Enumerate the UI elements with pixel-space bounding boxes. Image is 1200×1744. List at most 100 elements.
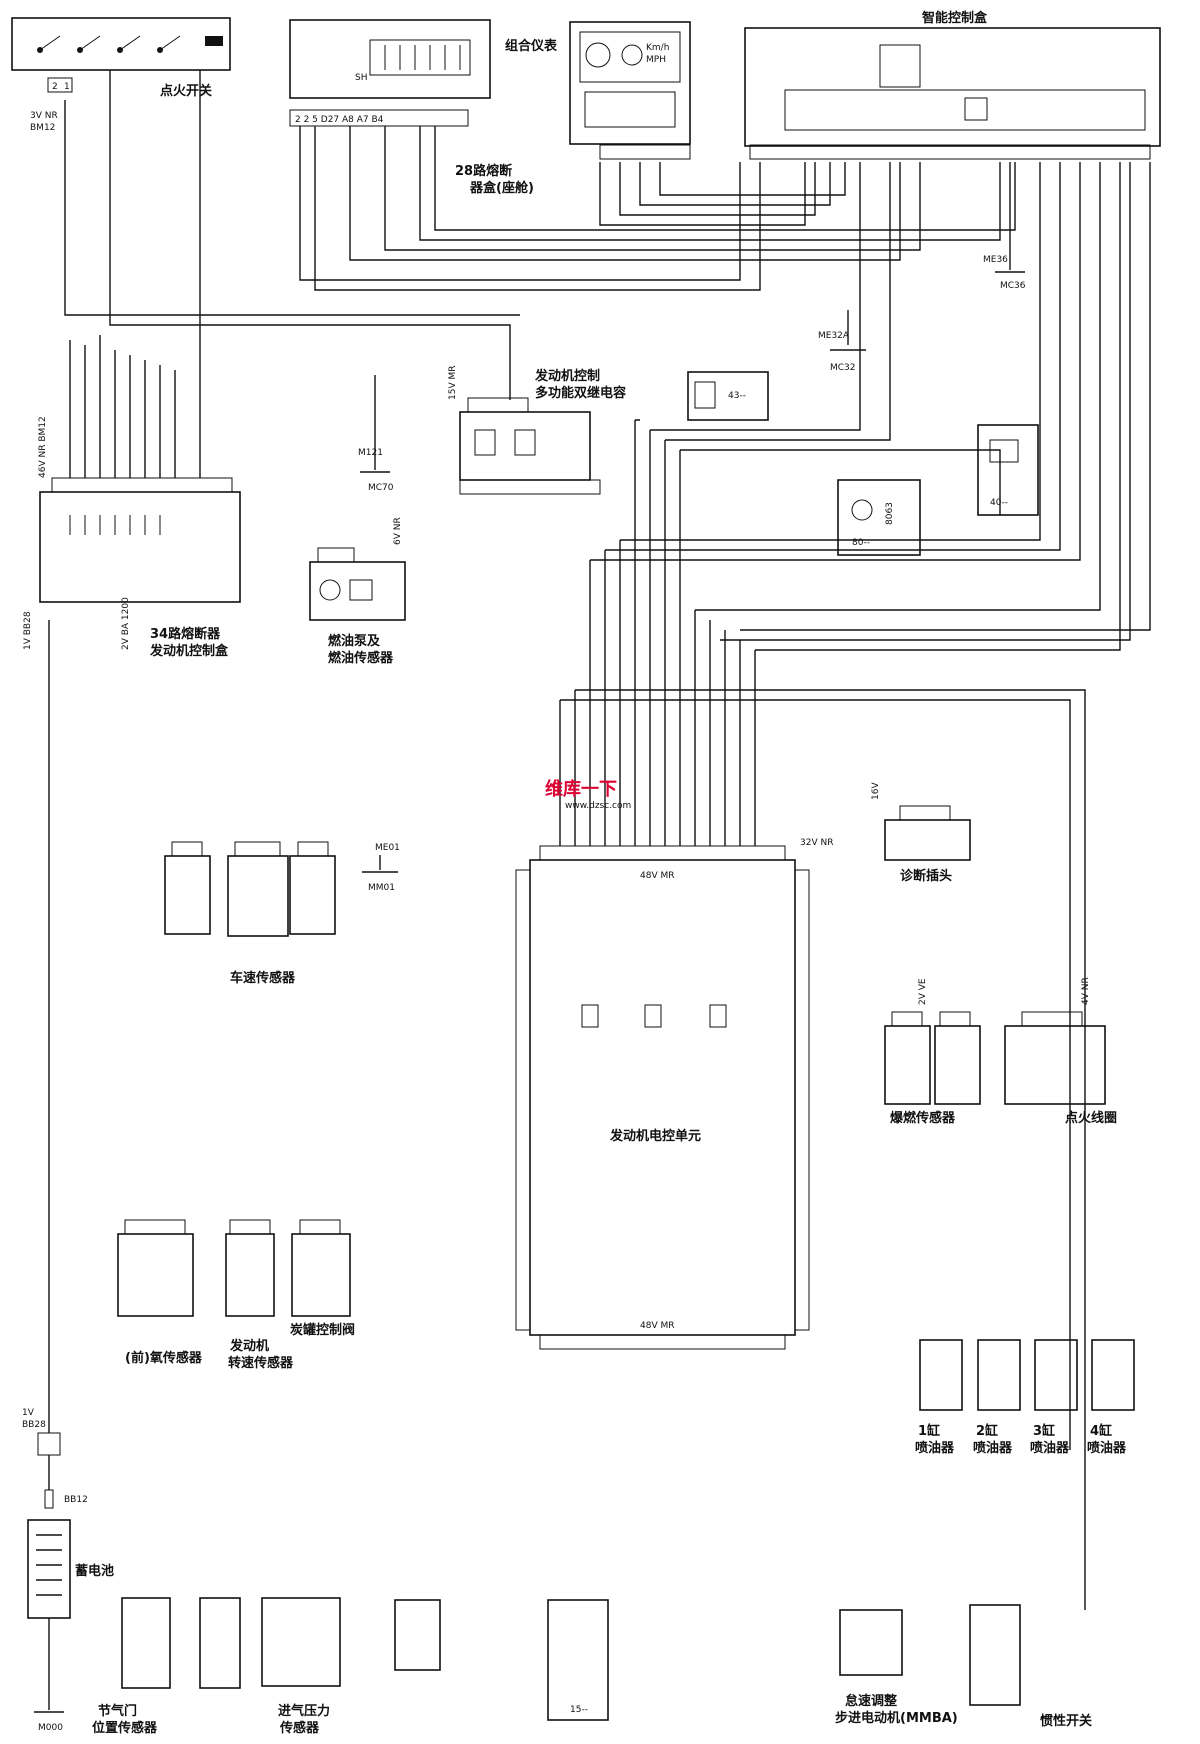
svg-text:16V: 16V — [871, 782, 881, 800]
label-bm12: 3V NR — [30, 111, 58, 121]
svg-text:M121: M121 — [358, 448, 383, 458]
fuel-pump: 6V NR 燃油泵及 燃油传感器 — [309, 517, 406, 666]
svg-text:节气门: 节气门 — [98, 1703, 137, 1719]
svg-text:43--: 43-- — [728, 391, 746, 401]
svg-text:进气压力: 进气压力 — [278, 1703, 330, 1719]
svg-text:48V MR: 48V MR — [640, 871, 675, 881]
ref-80: 8063 80-- — [837, 479, 921, 556]
label-ignition-coil: 点火线圈 — [1065, 1110, 1117, 1126]
svg-text:46V NR BM12: 46V NR BM12 — [38, 416, 48, 478]
label-rpm-sensor: 发动机 — [229, 1338, 269, 1354]
svg-text:传感器: 传感器 — [279, 1720, 320, 1736]
svg-text:48V MR: 48V MR — [640, 1321, 675, 1331]
label-diag-connector: 诊断插头 — [900, 868, 952, 884]
svg-text:MC36: MC36 — [1000, 281, 1026, 291]
svg-text:SH: SH — [355, 73, 367, 83]
svg-text:2: 2 — [52, 82, 58, 92]
svg-text:1缸: 1缸 — [918, 1423, 940, 1439]
svg-text:2 2 5 D27 A8 A7 B4: 2 2 5 D27 A8 A7 B4 — [295, 115, 384, 125]
smart-control-box: 智能控制盒 — [744, 10, 1161, 160]
svg-text:维库一下: 维库一下 — [545, 778, 617, 800]
svg-text:器盒(座舱): 器盒(座舱) — [469, 180, 534, 196]
svg-text:发动机控制盒: 发动机控制盒 — [149, 643, 229, 659]
label-knock-sensor: 爆燃传感器 — [890, 1110, 956, 1126]
label-inertia-switch: 惯性开关 — [1040, 1713, 1092, 1729]
battery: 1V BB28 BB12 蓄电池 M000 — [22, 620, 114, 1733]
ref-43: 43-- — [687, 371, 769, 421]
key-icon — [205, 36, 223, 46]
svg-text:位置传感器: 位置传感器 — [92, 1720, 158, 1736]
svg-text:喷油器: 喷油器 — [973, 1440, 1013, 1456]
svg-text:15--: 15-- — [570, 1705, 588, 1715]
svg-text:40--: 40-- — [990, 498, 1008, 508]
svg-text:4V NR: 4V NR — [1081, 977, 1091, 1005]
svg-text:多功能双继电容: 多功能双继电容 — [535, 385, 626, 401]
svg-text:ME01: ME01 — [375, 843, 400, 853]
fuse-box-28: SH 2 2 5 D27 A8 A7 B4 28路熔断 器盒(座舱) — [289, 19, 534, 196]
label-smart-box: 智能控制盒 — [922, 10, 988, 26]
svg-text:80--: 80-- — [852, 538, 870, 548]
svg-text:M000: M000 — [38, 1723, 63, 1733]
label-dual-relay: 发动机控制 — [534, 368, 600, 384]
svg-text:燃油传感器: 燃油传感器 — [328, 650, 394, 666]
ground-mc36: ME36 MC36 — [983, 255, 1026, 291]
fuse34-harness — [69, 330, 201, 478]
svg-text:步进电动机(MMBA): 步进电动机(MMBA) — [835, 1710, 958, 1726]
ecu: 发动机电控单元 48V MR 48V MR 32V NR — [515, 838, 833, 1350]
label-ignition-switch: 点火开关 — [160, 83, 212, 99]
label-speed-sensor: 车速传感器 — [230, 970, 296, 986]
svg-text:MPH: MPH — [646, 55, 666, 65]
svg-text:转速传感器: 转速传感器 — [228, 1355, 294, 1371]
fuse-box-34: 46V NR BM12 34路熔断器 发动机控制盒 1V BB28 2V BA … — [23, 416, 241, 659]
svg-text:1V BB28: 1V BB28 — [23, 611, 33, 650]
svg-text:1V: 1V — [22, 1408, 35, 1418]
watermark: 维库一下 www.dzsc.com — [545, 778, 631, 811]
svg-text:2V BA 1200: 2V BA 1200 — [121, 597, 131, 650]
svg-text:MC70: MC70 — [368, 483, 394, 493]
label-battery: 蓄电池 — [75, 1563, 114, 1579]
svg-text:15V MR: 15V MR — [448, 366, 458, 401]
label-o2-sensor: (前)氧传感器 — [125, 1350, 203, 1366]
svg-text:2缸: 2缸 — [976, 1423, 998, 1439]
svg-text:喷油器: 喷油器 — [1030, 1440, 1070, 1456]
label-fuel-pump: 燃油泵及 — [328, 633, 381, 649]
svg-text:MC32: MC32 — [830, 363, 856, 373]
ignition-coil: 4V NR 点火线圈 — [1004, 977, 1117, 1126]
svg-text:3缸: 3缸 — [1033, 1423, 1055, 1439]
svg-text:www.dzsc.com: www.dzsc.com — [565, 801, 631, 811]
svg-text:4缸: 4缸 — [1090, 1423, 1112, 1439]
top-harness — [64, 70, 1016, 400]
svg-text:怠速调整: 怠速调整 — [845, 1693, 898, 1709]
diag-connector: 16V 诊断插头 — [871, 782, 971, 884]
label-instrument-cluster: 组合仪表 — [505, 38, 558, 54]
lower-left-sensors: (前)氧传感器 发动机 转速传感器 炭罐控制阀 — [117, 1219, 355, 1371]
svg-text:BB12: BB12 — [64, 1495, 88, 1505]
label-canister-valve: 炭罐控制阀 — [290, 1322, 355, 1338]
dual-relay: 发动机控制 多功能双继电容 15V MR — [448, 366, 626, 495]
ground-mc70: M121 MC70 — [358, 375, 394, 493]
svg-text:1: 1 — [64, 82, 70, 92]
ground-mc32: ME32A MC32 — [818, 310, 866, 373]
label-ecu: 发动机电控单元 — [609, 1128, 701, 1144]
knock-sensor: 2V VE 爆燃传感器 — [884, 978, 981, 1126]
bottom-sensors: 节气门 位置传感器 进气压力 传感器 15-- 怠速调整 步进电动机(MMBA)… — [92, 1597, 1092, 1736]
label-fuse-box-28: 28路熔断 — [455, 163, 512, 179]
svg-text:MM01: MM01 — [368, 883, 395, 893]
svg-text:ME36: ME36 — [983, 255, 1008, 265]
ref-40: 40-- — [977, 424, 1039, 516]
svg-text:BM12: BM12 — [30, 123, 55, 133]
svg-text:8063: 8063 — [885, 502, 895, 525]
svg-text:ME32A: ME32A — [818, 331, 850, 341]
svg-text:喷油器: 喷油器 — [1087, 1440, 1127, 1456]
svg-text:32V NR: 32V NR — [800, 838, 833, 848]
label-fuse-box-34: 34路熔断器 — [150, 626, 221, 642]
svg-text:6V NR: 6V NR — [393, 517, 403, 545]
svg-text:喷油器: 喷油器 — [915, 1440, 955, 1456]
speed-sensor-group: 车速传感器 ME01 MM01 — [164, 841, 400, 986]
svg-text:2V VE: 2V VE — [918, 978, 928, 1005]
ecu-top-wires — [559, 162, 1151, 1610]
